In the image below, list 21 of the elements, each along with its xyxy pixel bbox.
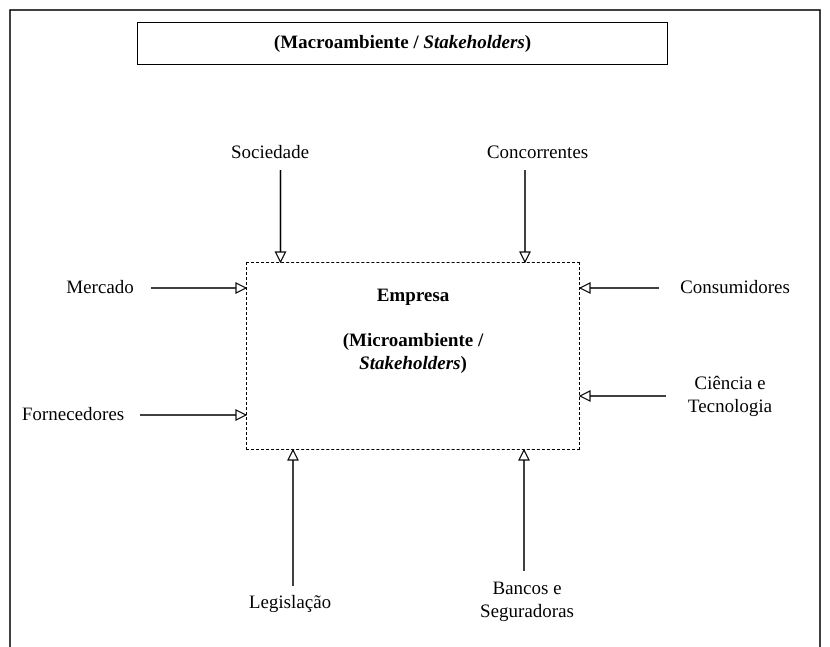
stakeholder-label: Ciência e Tecnologia [686, 373, 774, 419]
arrow [579, 390, 666, 402]
stakeholder-label: Bancos e Seguradoras [479, 578, 575, 624]
stakeholder-label: Consumidores [680, 276, 790, 300]
arrow [151, 282, 247, 294]
dashed-box [246, 262, 580, 450]
arrow [518, 449, 530, 571]
arrow [274, 170, 286, 263]
stakeholder-label: Sociedade [230, 142, 310, 164]
arrow [287, 449, 299, 586]
stakeholder-label: Concorrentes [486, 142, 588, 164]
arrow [519, 170, 531, 263]
box-subtitle: (Microambiente / Stakeholders) [342, 330, 484, 376]
arrow [140, 409, 247, 421]
stakeholder-label: Mercado [66, 276, 134, 300]
box-heading: (Macroambiente / Stakeholders) [274, 32, 532, 55]
stakeholder-label: Fornecedores [22, 404, 124, 426]
arrow [579, 282, 659, 294]
box-heading: Empresa [376, 285, 450, 308]
title-box [137, 22, 668, 65]
stakeholder-label: Legislação [248, 592, 332, 614]
